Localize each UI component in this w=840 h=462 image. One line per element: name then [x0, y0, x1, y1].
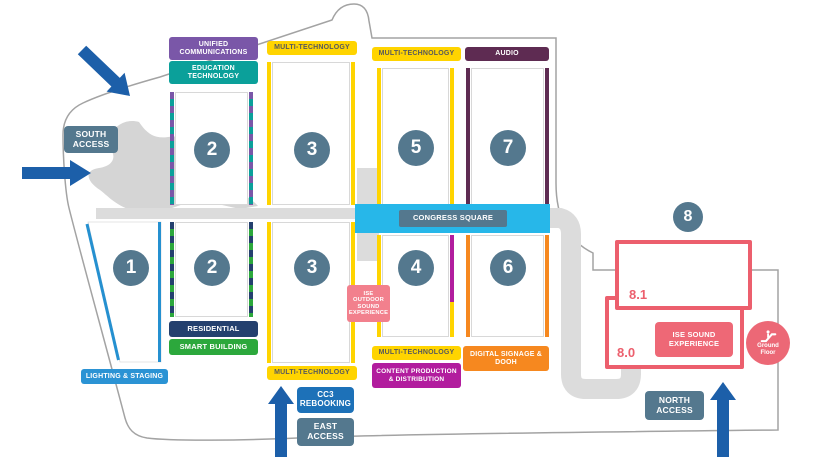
north-walkway [548, 208, 641, 399]
hall-3-bottom-left-strip [267, 222, 271, 363]
zone-label-smart-building: SMART BUILDING [169, 339, 258, 355]
north-access-label: NORTH ACCESS [645, 391, 704, 420]
hall-4-right-strip-yellow [450, 302, 454, 337]
venue-outline [62, 3, 779, 441]
hall-6-number: 6 [490, 250, 526, 286]
hall-7-number: 7 [490, 130, 526, 166]
ground-floor-badge: Ground Floor [746, 321, 790, 365]
zone-label-digital-signage-dooh: DIGITAL SIGNAGE & DOOH [463, 346, 549, 371]
south-access-label: SOUTH ACCESS [64, 126, 118, 153]
zone-label-multi-technology-3-bottom: MULTI-TECHNOLOGY [267, 366, 357, 380]
ise-outdoor-sound-experience: ISE OUTDOOR SOUND EXPERIENCE [347, 285, 390, 322]
zone-label-unified-communications: UNIFIED COMMUNICATIONS [169, 37, 258, 60]
hall-2-bottom-left-strip [170, 222, 174, 317]
hall-1-area [87, 221, 162, 363]
hall-8-1-area: 8.1 [615, 240, 752, 310]
hall-2-top-number: 2 [194, 132, 230, 168]
hall-6-left-strip [466, 235, 470, 337]
south-west-arrow [22, 160, 91, 186]
hall-3-bottom-number: 3 [294, 250, 330, 286]
hall-4-number: 4 [398, 250, 434, 286]
hall-2-bottom-number: 2 [194, 250, 230, 286]
hall-3-top-number: 3 [294, 132, 330, 168]
congress-square-band: CONGRESS SQUARE [355, 204, 550, 233]
cc3-rebooking-label: CC3 REBOOKING [297, 387, 354, 413]
zone-label-residential: RESIDENTIAL [169, 321, 258, 337]
hall-3-top-right-strip [351, 62, 355, 205]
zone-label-content-production: CONTENT PRODUCTION & DISTRIBUTION [372, 363, 461, 388]
zone-label-audio: AUDIO [465, 47, 549, 61]
east-access-arrow [268, 386, 294, 457]
hall-1-number: 1 [113, 250, 149, 286]
south-top-arrow [77, 45, 130, 96]
zone-label-education-technology: EDUCATION TECHNOLOGY [169, 61, 258, 84]
hall-1-left-border [85, 223, 120, 361]
hall-7-left-strip [466, 68, 470, 205]
hall-4-right-strip-magenta [450, 235, 454, 302]
ground-floor-label: Ground Floor [757, 343, 779, 356]
hall-5-right-strip [450, 68, 454, 205]
hall-3-top-left-strip [267, 62, 271, 205]
central-walkway [96, 208, 358, 219]
north-access-arrow [710, 382, 736, 457]
east-access-label: EAST ACCESS [297, 418, 354, 446]
hall-6-right-strip [545, 235, 549, 337]
hall-7-right-strip [545, 68, 549, 205]
hall-2-bottom-right-strip [249, 222, 253, 317]
ise-sound-experience: ISE SOUND EXPERIENCE [655, 322, 733, 357]
hall-8-number: 8 [673, 202, 703, 232]
zone-label-multi-technology-4: MULTI-TECHNOLOGY [372, 346, 461, 360]
hall-3-bottom-area [272, 222, 350, 363]
hall-8-1-label: 8.1 [629, 287, 648, 302]
hall-2-top-right-strip [249, 92, 253, 205]
hall-5-left-strip [377, 68, 381, 205]
zone-label-lighting-staging: LIGHTING & STAGING [81, 369, 168, 384]
congress-square-label: CONGRESS SQUARE [399, 210, 507, 227]
zone-label-multi-technology-3-top: MULTI-TECHNOLOGY [267, 41, 357, 55]
hall-8-0-label: 8.0 [617, 345, 636, 360]
zone-label-multi-technology-5: MULTI-TECHNOLOGY [372, 47, 461, 61]
hall-2-top-left-strip [170, 92, 174, 205]
hall-5-number: 5 [398, 130, 434, 166]
escalator-icon [760, 330, 776, 343]
